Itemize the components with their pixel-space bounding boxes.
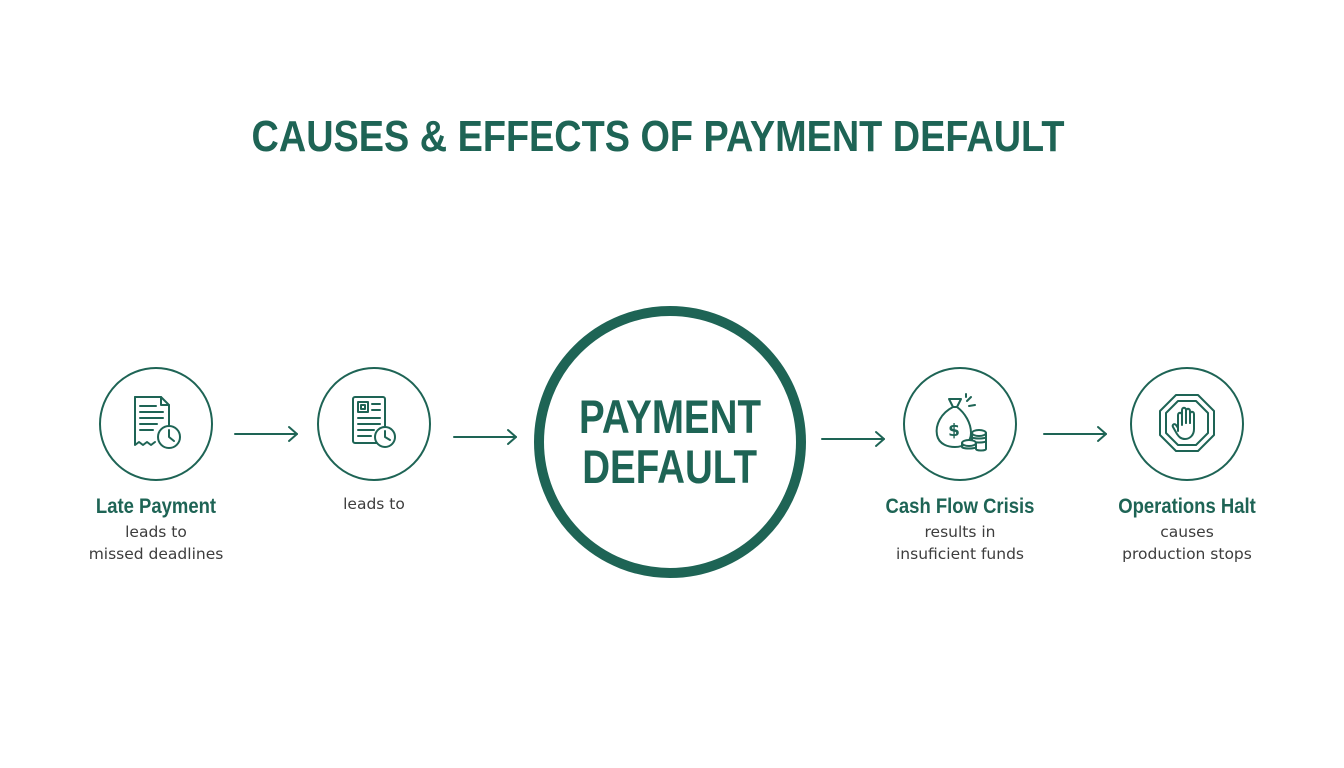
node-desc-line-2: production stops xyxy=(1122,545,1252,563)
node-title: Operations Halt xyxy=(1118,495,1256,518)
document-clock-icon xyxy=(134,396,181,449)
arrow-right-icon xyxy=(233,424,301,444)
node-title: Cash Flow Crisis xyxy=(885,495,1035,518)
arrow-right-icon xyxy=(452,427,520,447)
node-late-payment: Late Payment leads to missed deadlines xyxy=(36,367,276,565)
node-desc-line-1: leads to xyxy=(125,523,187,541)
node-operations-halt: Operations Halt causes production stops xyxy=(1067,367,1307,565)
node-desc-line-1: causes xyxy=(1160,523,1214,541)
arrow-right-icon xyxy=(1042,424,1110,444)
node-desc-line-1: leads to xyxy=(343,495,405,513)
node-circle xyxy=(1130,367,1244,481)
stop-hand-icon xyxy=(1159,394,1215,452)
diagram-title: CAUSES & EFFECTS OF PAYMENT DEFAULT xyxy=(251,112,1065,161)
node-desc-line-2: insuficient funds xyxy=(895,545,1024,563)
arrow-right-icon xyxy=(820,429,888,449)
node-circle xyxy=(99,367,213,481)
node-cash-flow-crisis: $ Cash Flow Crisis results in insuficien… xyxy=(840,367,1080,565)
payment-default-hub: PAYMENT DEFAULT xyxy=(534,306,806,578)
hub-label-line-2: DEFAULT xyxy=(582,440,758,493)
svg-text:$: $ xyxy=(948,421,960,441)
node-invoice: leads to xyxy=(254,367,494,515)
hub-label-line-1: PAYMENT xyxy=(578,390,762,443)
money-bag-coins-icon: $ xyxy=(935,393,987,452)
node-desc-line-1: results in xyxy=(924,523,996,541)
invoice-clock-icon xyxy=(352,396,396,448)
node-circle xyxy=(317,367,431,481)
node-circle: $ xyxy=(903,367,1017,481)
node-title: Late Payment xyxy=(95,495,217,518)
node-desc-line-2: missed deadlines xyxy=(88,545,224,563)
